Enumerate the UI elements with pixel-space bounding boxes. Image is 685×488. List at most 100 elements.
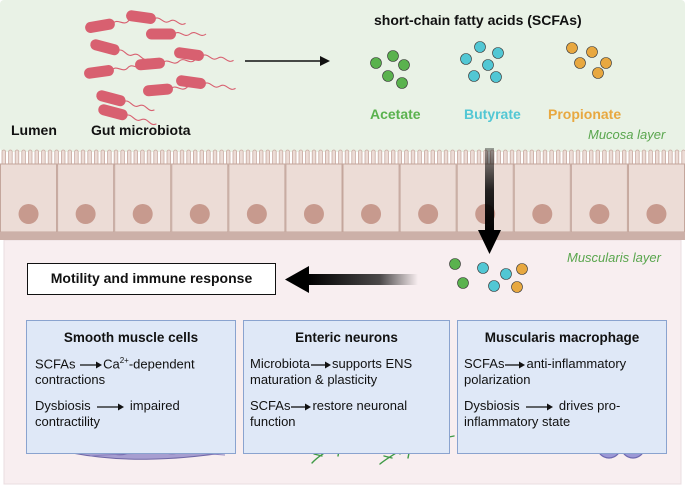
macrophage-l1-effect: anti-inflammatory [526,356,627,371]
acetate-label: Acetate [370,106,421,122]
bacterium-body [146,28,176,40]
macrophage-line-3: Dysbiosis drives pro- [464,398,620,413]
bacterium-flagellum [125,114,157,126]
scfa-molecule [474,41,486,53]
arrow-icon [310,361,331,369]
smooth-l1-ca: Ca [103,356,120,372]
smooth-line-4: contractility [35,414,101,429]
scfa-molecule [511,281,523,293]
bacterium [126,10,186,25]
cell-nucleus [361,204,382,224]
smooth-l1-sup: 2+ [119,356,129,365]
scfa-molecule [457,277,469,289]
cell-nucleus [532,204,553,224]
bacterium-flagellum [153,17,186,25]
scfa-molecule [482,59,494,71]
bacterium [176,75,236,90]
macrophage-line-2: polarization [464,372,531,387]
cell-nucleus [189,204,210,224]
macrophage-line-1: SCFAs anti-inflammatory [464,356,626,371]
motility-arrow [285,266,418,293]
scfa-molecule [449,258,461,270]
enteric-l3-subject: SCFAs [250,398,291,413]
epithelial-cells [0,163,685,233]
bacterium-body [176,75,206,89]
scfa-molecule [382,70,394,82]
bacterium [90,39,149,61]
bacterium-body [96,90,126,107]
smooth-muscle-title: Smooth muscle cells [63,330,199,345]
smooth-l3-subject: Dysbiosis [35,398,91,413]
basal-membrane [0,232,685,240]
propionate-label: Propionate [548,106,622,122]
macrophage-l1-subject: SCFAs [464,356,505,371]
bacterium-flagellum [201,54,234,62]
bacterium-body [98,104,128,121]
arrow-icon [97,403,125,411]
cell-nucleus [132,204,153,224]
arrow-icon [526,403,554,411]
cell-nucleus [646,204,667,224]
bacterium [146,28,207,40]
macrophage-l3-effect: drives pro- [558,398,621,413]
bacterium-body [85,18,115,33]
cell-nucleus [18,204,39,224]
arrow-icon [291,403,312,411]
microbiota-to-scfa-arrow [245,56,330,66]
enteric-neurons-panel: Enteric neurons Microbiota supports ENS m… [243,320,450,454]
scfa-molecule [500,268,512,280]
arrow-icon [80,361,103,369]
bacteria-group [84,10,236,126]
macrophage-line-4: inflammatory state [464,414,571,429]
scfa-molecule [574,57,586,69]
scfa-molecule [477,262,489,274]
bacterium [174,47,234,62]
scfa-molecule [586,46,598,58]
scfa-molecule [396,77,408,89]
bacterium-body [84,65,114,79]
enteric-l1-subject: Microbiota [250,356,310,371]
enteric-neurons-title: Enteric neurons [295,330,398,345]
scfa-molecule [488,280,500,292]
lumen-label: Lumen [11,122,57,138]
enteric-line-2: maturation & plasticity [250,372,378,387]
bacterium-body [126,10,156,24]
macrophage-l3-subject: Dysbiosis [464,398,520,413]
bacterium [98,104,157,126]
scfa-molecule [592,67,604,79]
bacterium-flagellum [123,100,155,112]
smooth-line-1: SCFAs Ca2+-dependent [35,356,195,371]
gut-microbiota-label: Gut microbiota [91,122,191,138]
cell-nucleus [246,204,267,224]
scfa-molecule [516,263,528,275]
scfa-title: short-chain fatty acids (SCFAs) [374,12,582,28]
bacterium [135,57,196,71]
cell-nucleus [589,204,610,224]
bacterium-body [174,47,204,61]
smooth-l3-effect: impaired [129,398,180,413]
scfa-molecules [370,41,612,293]
scfa-molecule [490,71,502,83]
scfa-molecule [492,47,504,59]
scfa-molecule [387,50,399,62]
scfa-molecule [566,42,578,54]
scfa-molecule [370,57,382,69]
scfa-molecule [398,59,410,71]
butyrate-label: Butyrate [464,106,521,122]
scfa-molecule [468,70,480,82]
arrow-icon [505,361,526,369]
scfa-molecule [460,53,472,65]
bacterium-flagellum [162,59,196,64]
bacterium-flagellum [203,82,236,90]
cell-nucleus [303,204,324,224]
motility-box: Motility and immune response [27,263,276,295]
smooth-line-3: Dysbiosis impaired [35,398,180,413]
enteric-l1-effect: supports ENS [331,356,413,371]
enteric-line-1: Microbiota supports ENS [250,356,412,371]
smooth-l1-effect: -dependent [128,356,195,372]
bacterium-flagellum [117,49,149,61]
mucosa-layer-label: Mucosa layer [588,127,666,142]
bacterium-body [143,83,173,97]
bacterium-body [90,39,120,56]
